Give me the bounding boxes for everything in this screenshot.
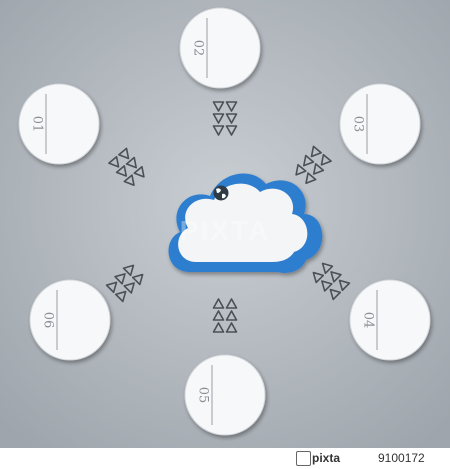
diagram-canvas: 01 02 03 04 05 06 PIXTA <box>0 0 450 448</box>
footer-image-id: 9100172 <box>378 451 425 465</box>
arrow-triangle <box>225 322 238 333</box>
node-number-label: 03 <box>351 116 366 133</box>
arrow-triangle <box>330 271 342 283</box>
arrow-triangle <box>212 113 225 124</box>
arrow-triangle <box>212 125 225 136</box>
watermark: PIXTA <box>180 215 270 246</box>
arrow-group <box>295 145 332 185</box>
arrow-triangle <box>122 264 135 277</box>
node-number-label: 04 <box>361 312 376 329</box>
arrow-triangle <box>212 310 225 321</box>
arrow-triangle <box>108 155 120 168</box>
circle-node-01 <box>18 83 100 165</box>
circle-node-03 <box>339 83 421 165</box>
arrow-triangle <box>225 101 238 112</box>
arrow-group <box>212 298 238 333</box>
arrow-triangle <box>212 101 225 112</box>
arrow-triangle <box>312 163 325 175</box>
arrow-groups <box>105 101 351 333</box>
arrow-triangle <box>114 290 127 303</box>
arrow-triangle <box>320 153 332 166</box>
footer-brand: pixta <box>312 451 341 465</box>
arrow-triangle <box>305 172 317 185</box>
arrow-triangle <box>295 163 307 176</box>
arrow-triangle <box>105 281 118 294</box>
arrow-triangle <box>310 145 322 158</box>
arrow-triangle <box>338 279 351 292</box>
node-number-label: 06 <box>41 312 56 329</box>
circle-node-05 <box>184 354 266 436</box>
arrow-group <box>108 147 145 187</box>
arrow-triangle <box>303 154 315 167</box>
node-number-label: 02 <box>191 40 206 57</box>
arrow-triangle <box>321 262 334 275</box>
arrow-group <box>105 264 144 303</box>
arrow-triangle <box>131 273 144 286</box>
arrow-triangle <box>225 113 238 124</box>
circle-node-04 <box>349 279 431 361</box>
arrow-triangle <box>114 273 126 285</box>
cloud-white-face <box>178 183 308 262</box>
circle-node-02 <box>179 7 261 89</box>
arrow-triangle <box>329 288 342 301</box>
node-number-label: 01 <box>30 116 45 133</box>
globe-icon <box>213 185 229 201</box>
arrow-triangle <box>212 322 225 333</box>
arrow-triangle <box>118 147 130 160</box>
arrow-triangle <box>123 282 135 294</box>
arrow-group <box>212 101 238 136</box>
central-cloud <box>168 173 323 273</box>
node-number-label: 05 <box>196 387 211 404</box>
footer-bar: pixta 9100172 <box>0 448 450 469</box>
pixta-logo-icon <box>296 451 311 466</box>
arrow-triangle <box>225 298 238 309</box>
arrow-triangle <box>212 298 225 309</box>
arrow-group <box>312 262 351 301</box>
arrow-triangle <box>125 156 137 169</box>
arrow-triangle <box>321 280 333 292</box>
numbered-circles: 01 02 03 04 05 06 <box>18 7 431 436</box>
arrow-triangle <box>225 310 238 321</box>
arrow-triangle <box>133 165 145 178</box>
arrow-triangle <box>115 165 128 177</box>
circle-node-06 <box>29 279 111 361</box>
arrow-triangle <box>123 174 135 187</box>
arrow-triangle <box>312 271 325 284</box>
arrow-triangle <box>225 125 238 136</box>
